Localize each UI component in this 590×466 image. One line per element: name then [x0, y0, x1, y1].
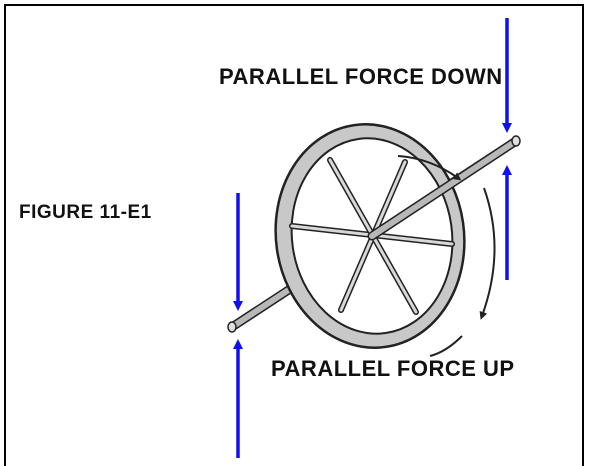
rotation-arrow-right [479, 187, 496, 320]
rotation-arrow-top [397, 155, 462, 181]
axle-front [227, 135, 521, 333]
parallel-force-down-label: PARALLEL FORCE DOWN [219, 64, 503, 89]
rotation-arrow-bottom [429, 335, 463, 357]
parallel-force-up-label: PARALLEL FORCE UP [271, 356, 515, 381]
figure-caption: FIGURE 11-E1 [19, 202, 152, 223]
